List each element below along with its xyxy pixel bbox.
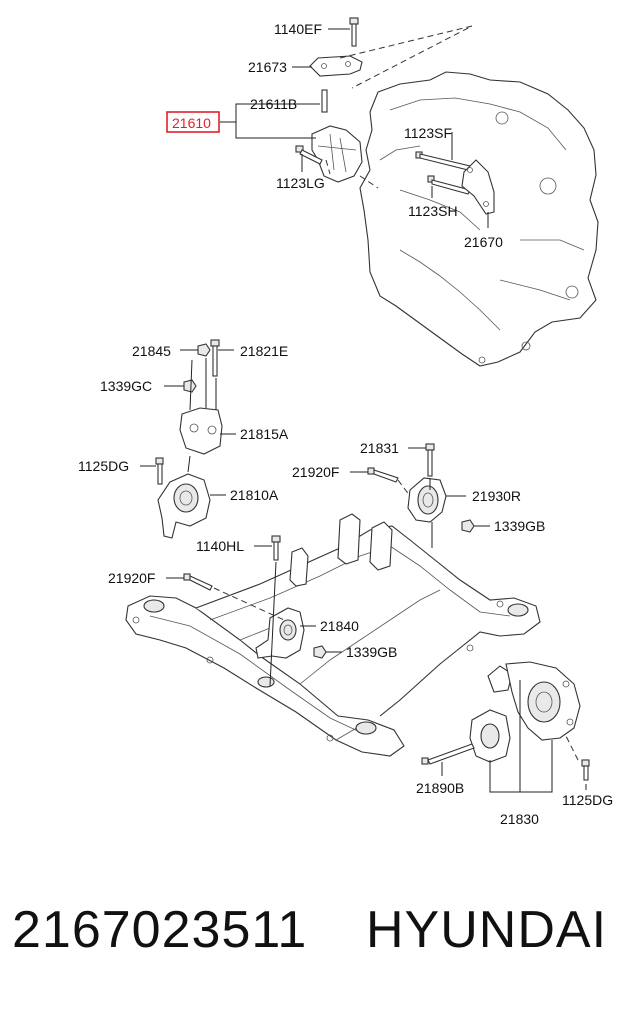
bracket-21815a bbox=[179, 407, 223, 455]
bolt-1123lg-head bbox=[295, 145, 304, 153]
bolt-21831-head bbox=[425, 443, 435, 451]
label-1125dg-left: 1125DG bbox=[78, 458, 129, 474]
label-21610: 21610 bbox=[172, 115, 211, 131]
bolt-21831-shank bbox=[427, 449, 433, 477]
bolt-21890b bbox=[427, 743, 475, 765]
label-1123lg: 1123LG bbox=[276, 175, 325, 191]
engine-block bbox=[359, 71, 599, 367]
upper-mount-group bbox=[295, 17, 473, 189]
label-1140hl: 1140HL bbox=[196, 538, 244, 554]
label-21815a: 21815A bbox=[240, 426, 289, 442]
bolt-21920f-left bbox=[189, 575, 213, 591]
bolt-1140ef-shank bbox=[351, 23, 357, 47]
label-1339gb-center: 1339GB bbox=[346, 644, 397, 660]
label-21821e: 21821E bbox=[240, 343, 288, 359]
label-21611b: 21611B bbox=[250, 96, 297, 112]
label-1123sf: 1123SF bbox=[404, 125, 452, 141]
label-1339gb-right: 1339GB bbox=[494, 518, 545, 534]
bolt-1140hl-shank bbox=[273, 541, 279, 561]
bolt-21821e-shank bbox=[212, 345, 218, 377]
bolt-1125dg-left-head bbox=[155, 457, 164, 465]
left-mount-group bbox=[155, 339, 223, 539]
bolt-1123sh bbox=[431, 179, 471, 195]
leader-lines bbox=[140, 28, 587, 790]
nut-1339gb-center bbox=[313, 645, 327, 659]
label-1140ef: 1140EF bbox=[274, 21, 322, 37]
right-mount-group bbox=[367, 443, 475, 548]
label-21670: 21670 bbox=[464, 234, 503, 250]
subframe-21800 bbox=[125, 513, 541, 757]
label-21840: 21840 bbox=[320, 618, 359, 634]
label-1125dg-right: 1125DG bbox=[562, 792, 613, 808]
bracket-21673 bbox=[309, 55, 363, 77]
nut-1339gc bbox=[183, 379, 197, 393]
engine-bracket-group bbox=[415, 151, 495, 215]
bolt-21920f-top bbox=[373, 469, 399, 483]
parts-diagram: 1140EF 21673 21611B 21610 1123LG 1123SF … bbox=[78, 17, 613, 827]
label-21920f-left: 21920F bbox=[108, 570, 155, 586]
nut-21845 bbox=[197, 343, 211, 357]
nut-1339gb-right bbox=[461, 519, 475, 533]
stud-21611b bbox=[321, 89, 328, 113]
label-21673: 21673 bbox=[248, 59, 287, 75]
bolt-1123sh-head bbox=[427, 175, 435, 183]
bracket-21670 bbox=[461, 159, 495, 215]
label-21830: 21830 bbox=[500, 811, 539, 827]
bolt-21821e-head bbox=[210, 339, 220, 347]
label-21930r: 21930R bbox=[472, 488, 521, 504]
bolt-1140hl-head bbox=[271, 535, 281, 543]
brand-name: HYUNDAI bbox=[366, 901, 608, 959]
label-1339gc: 1339GC bbox=[100, 378, 152, 394]
highlight-box-21610 bbox=[166, 111, 220, 133]
label-21890b: 21890B bbox=[416, 780, 464, 796]
label-1123sh: 1123SH bbox=[408, 203, 458, 219]
part-number: 2167023511 bbox=[12, 901, 308, 959]
label-21831: 21831 bbox=[360, 440, 399, 456]
center-mount-group bbox=[183, 535, 327, 687]
label-21845: 21845 bbox=[132, 343, 171, 359]
caption-bar: 2167023511 HYUNDAI bbox=[0, 900, 620, 980]
bolt-1125dg-left-shank bbox=[157, 463, 163, 485]
mount-21610 bbox=[311, 125, 363, 183]
label-21920f-top: 21920F bbox=[292, 464, 339, 480]
bolt-1140ef-head bbox=[349, 17, 359, 25]
label-21810a: 21810A bbox=[230, 487, 279, 503]
rear-mount-group bbox=[421, 661, 590, 793]
bolt-1125dg-right bbox=[583, 765, 589, 781]
